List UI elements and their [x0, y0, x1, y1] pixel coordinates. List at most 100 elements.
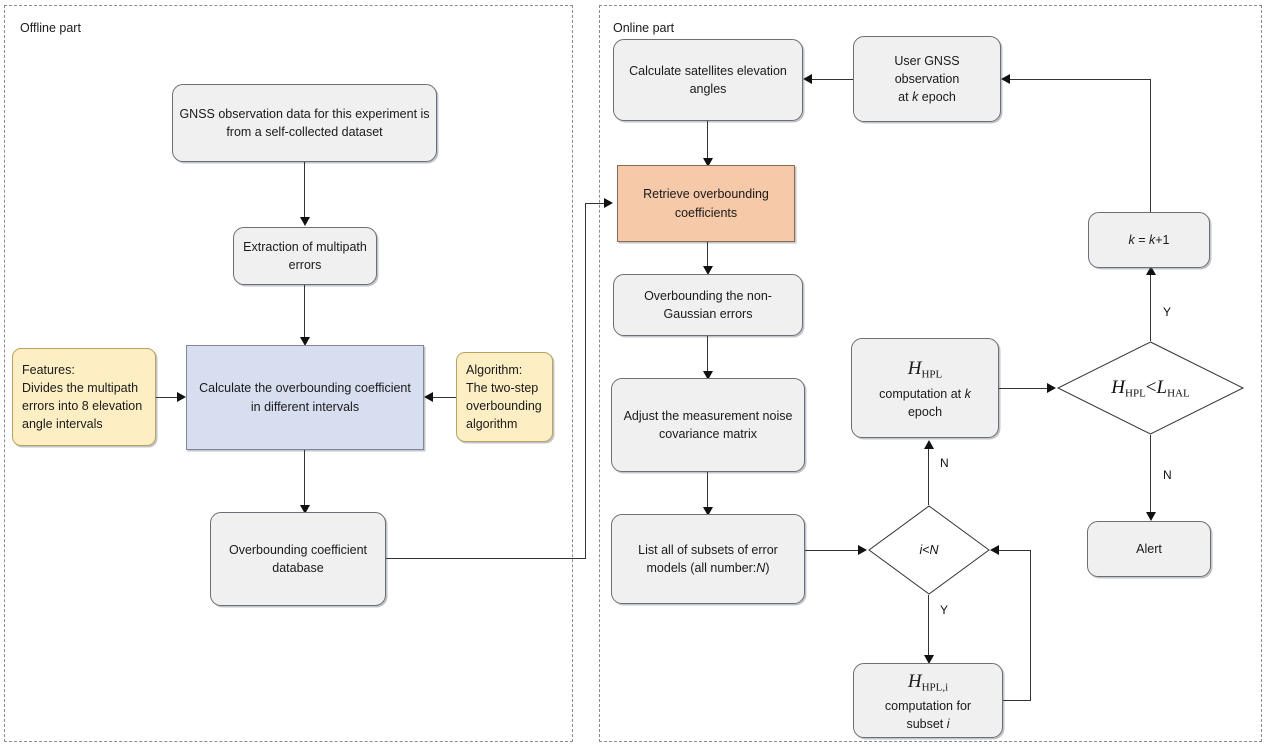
edge-calcelev-to-retrieve	[707, 121, 708, 163]
decision-i-less-than-n: i<N	[868, 505, 990, 595]
decision-i-less-than-n-label: i<N	[868, 505, 990, 595]
node-user-gnss-observation-line3-post: epoch	[918, 90, 956, 105]
edge-retrieve-to-overbound	[707, 242, 708, 271]
edge-hplhal-yes-to-kinc	[1150, 274, 1151, 341]
node-hpl-i-line3-pre: subset	[906, 717, 947, 732]
node-adjust-noise-covariance-label: Adjust the measurement noise covariance …	[623, 408, 793, 441]
node-extraction-multipath: Extraction of multipath errors	[233, 227, 377, 285]
node-calculate-overbounding-coefficient: Calculate the overbounding coefficient i…	[186, 345, 424, 450]
node-user-gnss-observation-line1: User GNSS	[894, 53, 960, 68]
node-hpl-k-line2-pre: computation at	[879, 386, 965, 401]
edge-adjust-to-listsubsets	[707, 472, 708, 512]
decision-hpl-less-than-hal-label: HHPL<LHAL	[1057, 341, 1244, 435]
decision-i-var1: i	[919, 543, 923, 557]
node-k-increment-var1: k	[1128, 232, 1135, 247]
edge-hplhal-no-to-alert-arrow	[1146, 512, 1156, 521]
region-online-label: Online part	[613, 21, 675, 35]
decision-hpl-op: <	[1145, 376, 1157, 398]
note-algorithm-title: Algorithm:	[466, 362, 523, 377]
edge-overbound-to-adjust-arrow	[703, 371, 713, 380]
edge-kinc-to-userobs-h	[1010, 79, 1151, 80]
node-hpl-k-var: H	[907, 358, 922, 380]
edge-label-hplhal-yes: Y	[1163, 305, 1172, 319]
node-hpl-computation-at-k: HHPL computation at k epoch	[851, 338, 999, 438]
edge-extraction-to-calculate	[304, 285, 305, 342]
node-extraction-multipath-label: Extraction of multipath errors	[243, 239, 367, 272]
edge-hplhal-yes-to-kinc-arrow	[1146, 266, 1156, 275]
node-hpl-i-var: H	[907, 670, 922, 692]
node-alert-label: Alert	[1136, 541, 1162, 556]
edge-iltn-no-to-hplk-arrow	[924, 440, 934, 449]
edge-iltn-yes-to-hpli-arrow	[924, 655, 934, 664]
region-offline	[4, 5, 573, 742]
edge-algorithm-to-calculate	[432, 397, 456, 398]
node-list-subsets: List all of subsets of error models (all…	[611, 514, 805, 604]
decision-hpl-sub2: HAL	[1167, 387, 1190, 400]
region-offline-label: Offline part	[20, 21, 81, 35]
edge-datasource-to-extraction-arrow	[300, 217, 310, 226]
edge-iltn-yes-to-hpli	[928, 595, 929, 660]
edge-algorithm-to-calculate-arrow	[424, 392, 433, 402]
node-hpl-i-computation: HHPL,i computation for subset i	[853, 663, 1003, 738]
node-gnss-observation-data-label: GNSS observation data for this experimen…	[179, 106, 430, 139]
node-hpl-i-sub: HPL,i	[921, 681, 949, 694]
edge-calculate-to-database	[304, 450, 305, 510]
decision-hpl-var1: H	[1111, 376, 1126, 398]
edge-label-iltn-yes: Y	[940, 603, 949, 617]
note-algorithm: Algorithm: The two-step overbounding alg…	[456, 352, 553, 442]
node-k-increment: k = k+1	[1088, 212, 1210, 268]
node-k-increment-mid: =	[1134, 232, 1149, 247]
node-calculate-overbounding-coefficient-label: Calculate the overbounding coefficient i…	[199, 381, 411, 414]
edge-calculate-to-database-arrow	[300, 505, 310, 514]
edge-features-to-calculate-arrow	[177, 392, 186, 402]
note-features: Features: Divides the multipath errors i…	[12, 348, 156, 446]
edge-listsubsets-to-iltn	[805, 550, 860, 551]
decision-i-op: <	[922, 543, 930, 557]
decision-hpl-sub1: HPL	[1125, 387, 1146, 400]
node-k-increment-post: +1	[1155, 232, 1170, 247]
edge-kinc-to-userobs-arrow	[1001, 74, 1010, 84]
edge-features-to-calculate	[156, 397, 179, 398]
decision-hpl-less-than-hal: HHPL<LHAL	[1056, 341, 1245, 435]
edge-listsubsets-to-iltn-arrow	[858, 545, 867, 555]
note-features-body: Divides the multipath errors into 8 elev…	[22, 380, 143, 432]
node-user-gnss-observation-line2: observation	[894, 71, 960, 86]
node-overbounding-coefficient-database-label: Overbounding coefficient database	[228, 542, 368, 575]
node-list-subsets-var: N	[756, 561, 766, 575]
edge-adjust-to-listsubsets-arrow	[703, 507, 713, 516]
node-hpl-k-sub: HPL	[921, 368, 943, 381]
note-algorithm-body: The two-step overbounding algorithm	[466, 380, 542, 432]
node-gnss-observation-data: GNSS observation data for this experimen…	[172, 84, 437, 162]
edge-userobs-to-calcelev-arrow	[803, 74, 812, 84]
node-user-gnss-observation-line3-pre: at	[898, 90, 913, 105]
node-overbounding-non-gaussian: Overbounding the non-Gaussian errors	[613, 274, 803, 336]
node-hpl-k-line3: epoch	[907, 404, 943, 419]
edge-kinc-to-userobs-v	[1150, 79, 1151, 212]
region-online	[599, 5, 1262, 742]
node-overbounding-non-gaussian-label: Overbounding the non-Gaussian errors	[644, 288, 772, 321]
node-hpl-i-line3-var: i	[946, 717, 950, 732]
node-overbounding-coefficient-database: Overbounding coefficient database	[210, 512, 386, 606]
node-alert: Alert	[1087, 521, 1211, 577]
node-user-gnss-observation-line3-var: k	[912, 90, 919, 105]
edge-hplk-to-hplhal-arrow	[1047, 383, 1056, 393]
edge-hplhal-no-to-alert	[1150, 435, 1151, 517]
edge-label-hplhal-no: N	[1163, 468, 1172, 482]
node-list-subsets-post: )	[765, 561, 770, 575]
note-features-title: Features:	[22, 362, 75, 377]
edge-hpli-loopback-h1	[1003, 700, 1031, 701]
edge-label-iltn-no: N	[940, 456, 949, 470]
node-hpl-k-line2-var: k	[964, 386, 971, 401]
edge-retrieve-to-overbound-arrow	[703, 266, 713, 275]
edge-datasource-to-extraction	[304, 162, 305, 220]
edge-extraction-to-calculate-arrow	[300, 337, 310, 346]
node-hpl-i-line2: computation for	[884, 699, 972, 714]
edge-database-to-retrieve-arrow	[604, 198, 613, 208]
node-retrieve-overbounding-coefficients: Retrieve overbounding coefficients	[617, 165, 795, 242]
node-adjust-noise-covariance: Adjust the measurement noise covariance …	[611, 378, 805, 472]
edge-iltn-no-to-hplk	[928, 448, 929, 505]
decision-i-var2: N	[929, 543, 939, 557]
edge-hpli-loopback-v	[1030, 550, 1031, 701]
node-k-increment-var2: k	[1148, 232, 1156, 247]
